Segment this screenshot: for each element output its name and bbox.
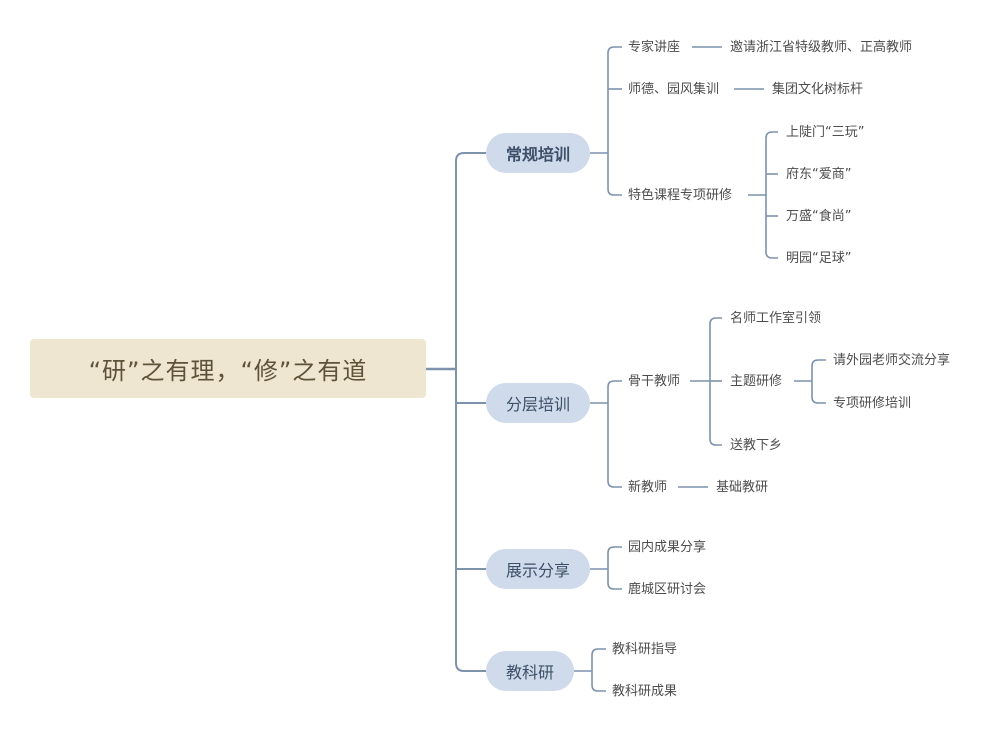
topic-theme-study-item[interactable]: 专项研修培训 (833, 396, 912, 411)
root-topic[interactable]: “研”之有理，“修”之有道 (30, 339, 426, 398)
branch-showcase-sharing[interactable]: 展示分享 (486, 549, 590, 589)
branch-regular-training[interactable]: 常规培训 (486, 133, 590, 173)
topic-master-studio[interactable]: 名师工作室引领 (730, 311, 822, 326)
topic-research-guidance[interactable]: 教科研指导 (612, 642, 678, 657)
topic-expert-lecture-detail[interactable]: 邀请浙江省特级教师、正高教师 (730, 40, 913, 55)
topic-theme-study-item[interactable]: 请外园老师交流分享 (833, 353, 951, 368)
connector-line (591, 648, 606, 671)
connector-line (607, 569, 622, 590)
topic-course-item[interactable]: 明园“足球” (786, 251, 852, 266)
connector-line (607, 403, 622, 488)
topic-research-results[interactable]: 教科研成果 (612, 684, 678, 699)
connector-line (607, 380, 622, 403)
connector-line (607, 546, 622, 569)
connector-line (811, 359, 826, 381)
topic-ethics-training[interactable]: 师德、园风集训 (628, 82, 720, 97)
connector-line (607, 153, 622, 196)
topic-expert-lecture[interactable]: 专家讲座 (628, 40, 681, 55)
topic-theme-study[interactable]: 主题研修 (730, 374, 783, 389)
topic-district-seminar[interactable]: 鹿城区研讨会 (628, 582, 707, 597)
topic-rural-teaching[interactable]: 送教下乡 (730, 438, 783, 453)
topic-internal-sharing[interactable]: 园内成果分享 (628, 540, 707, 555)
branch-research[interactable]: 教科研 (486, 651, 574, 691)
topic-new-teachers[interactable]: 新教师 (628, 480, 668, 495)
connector-line (765, 195, 778, 259)
topic-ethics-training-detail[interactable]: 集团文化树标杆 (772, 82, 864, 97)
topic-special-course[interactable]: 特色课程专项研修 (628, 188, 733, 203)
connector-line (591, 671, 606, 692)
connector-line (455, 152, 486, 162)
connector-line (765, 131, 778, 195)
connector-line (607, 46, 622, 153)
connector-line (455, 662, 486, 672)
branch-tiered-training[interactable]: 分层培训 (486, 383, 590, 423)
topic-course-item[interactable]: 府东“爱商” (786, 167, 852, 182)
topic-course-item[interactable]: 上陡门“三玩” (786, 125, 865, 140)
connector-line (709, 317, 722, 381)
connector-line (811, 381, 826, 404)
topic-key-teachers[interactable]: 骨干教师 (628, 374, 681, 389)
connector-line (709, 381, 722, 446)
topic-new-teachers-detail[interactable]: 基础教研 (716, 480, 769, 495)
topic-course-item[interactable]: 万盛“食尚” (786, 209, 852, 224)
